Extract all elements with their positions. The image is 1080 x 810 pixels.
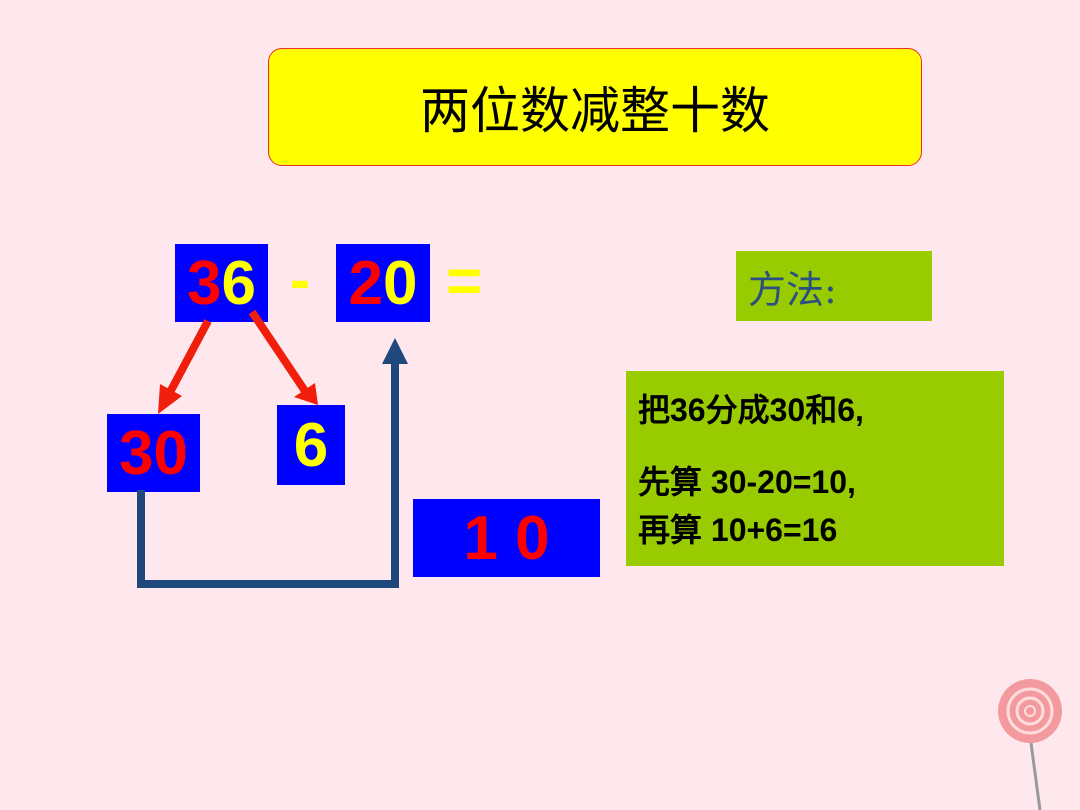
method-label-box: 方法: [736,251,932,321]
tens-part-box: 30 [107,414,200,492]
ones-part: 6 [293,410,329,480]
intermediate-result: 1 0 [463,503,550,573]
title-banner: 两位数减整十数 [268,48,922,166]
method-line-1: 把36分成30和6, [638,392,864,428]
minus-sign: - [290,246,310,313]
method-label: 方法: [748,267,837,312]
minuend-ones: 6 [221,248,256,318]
minuend-tens: 3 [187,248,222,318]
split-arrow-left [158,319,212,414]
intermediate-result-box: 1 0 [413,499,600,577]
method-explanation-box: 把36分成30和6, 先算 30-20=10, 再算 10+6=16 [626,371,1004,566]
equals-sign: = [446,247,483,316]
combine-path-arrow [137,338,408,588]
ones-part-box: 6 [277,405,345,485]
method-line-2: 先算 30-20=10, [638,464,856,500]
tens-part: 30 [119,418,188,488]
split-arrow-right [248,309,318,405]
subtrahend-tens: 2 [348,248,383,318]
method-line-3: 再算 10+6=16 [638,512,838,548]
subtrahend-ones: 0 [383,248,418,318]
lollipop-icon [998,679,1062,810]
page-title: 两位数减整十数 [420,82,770,140]
